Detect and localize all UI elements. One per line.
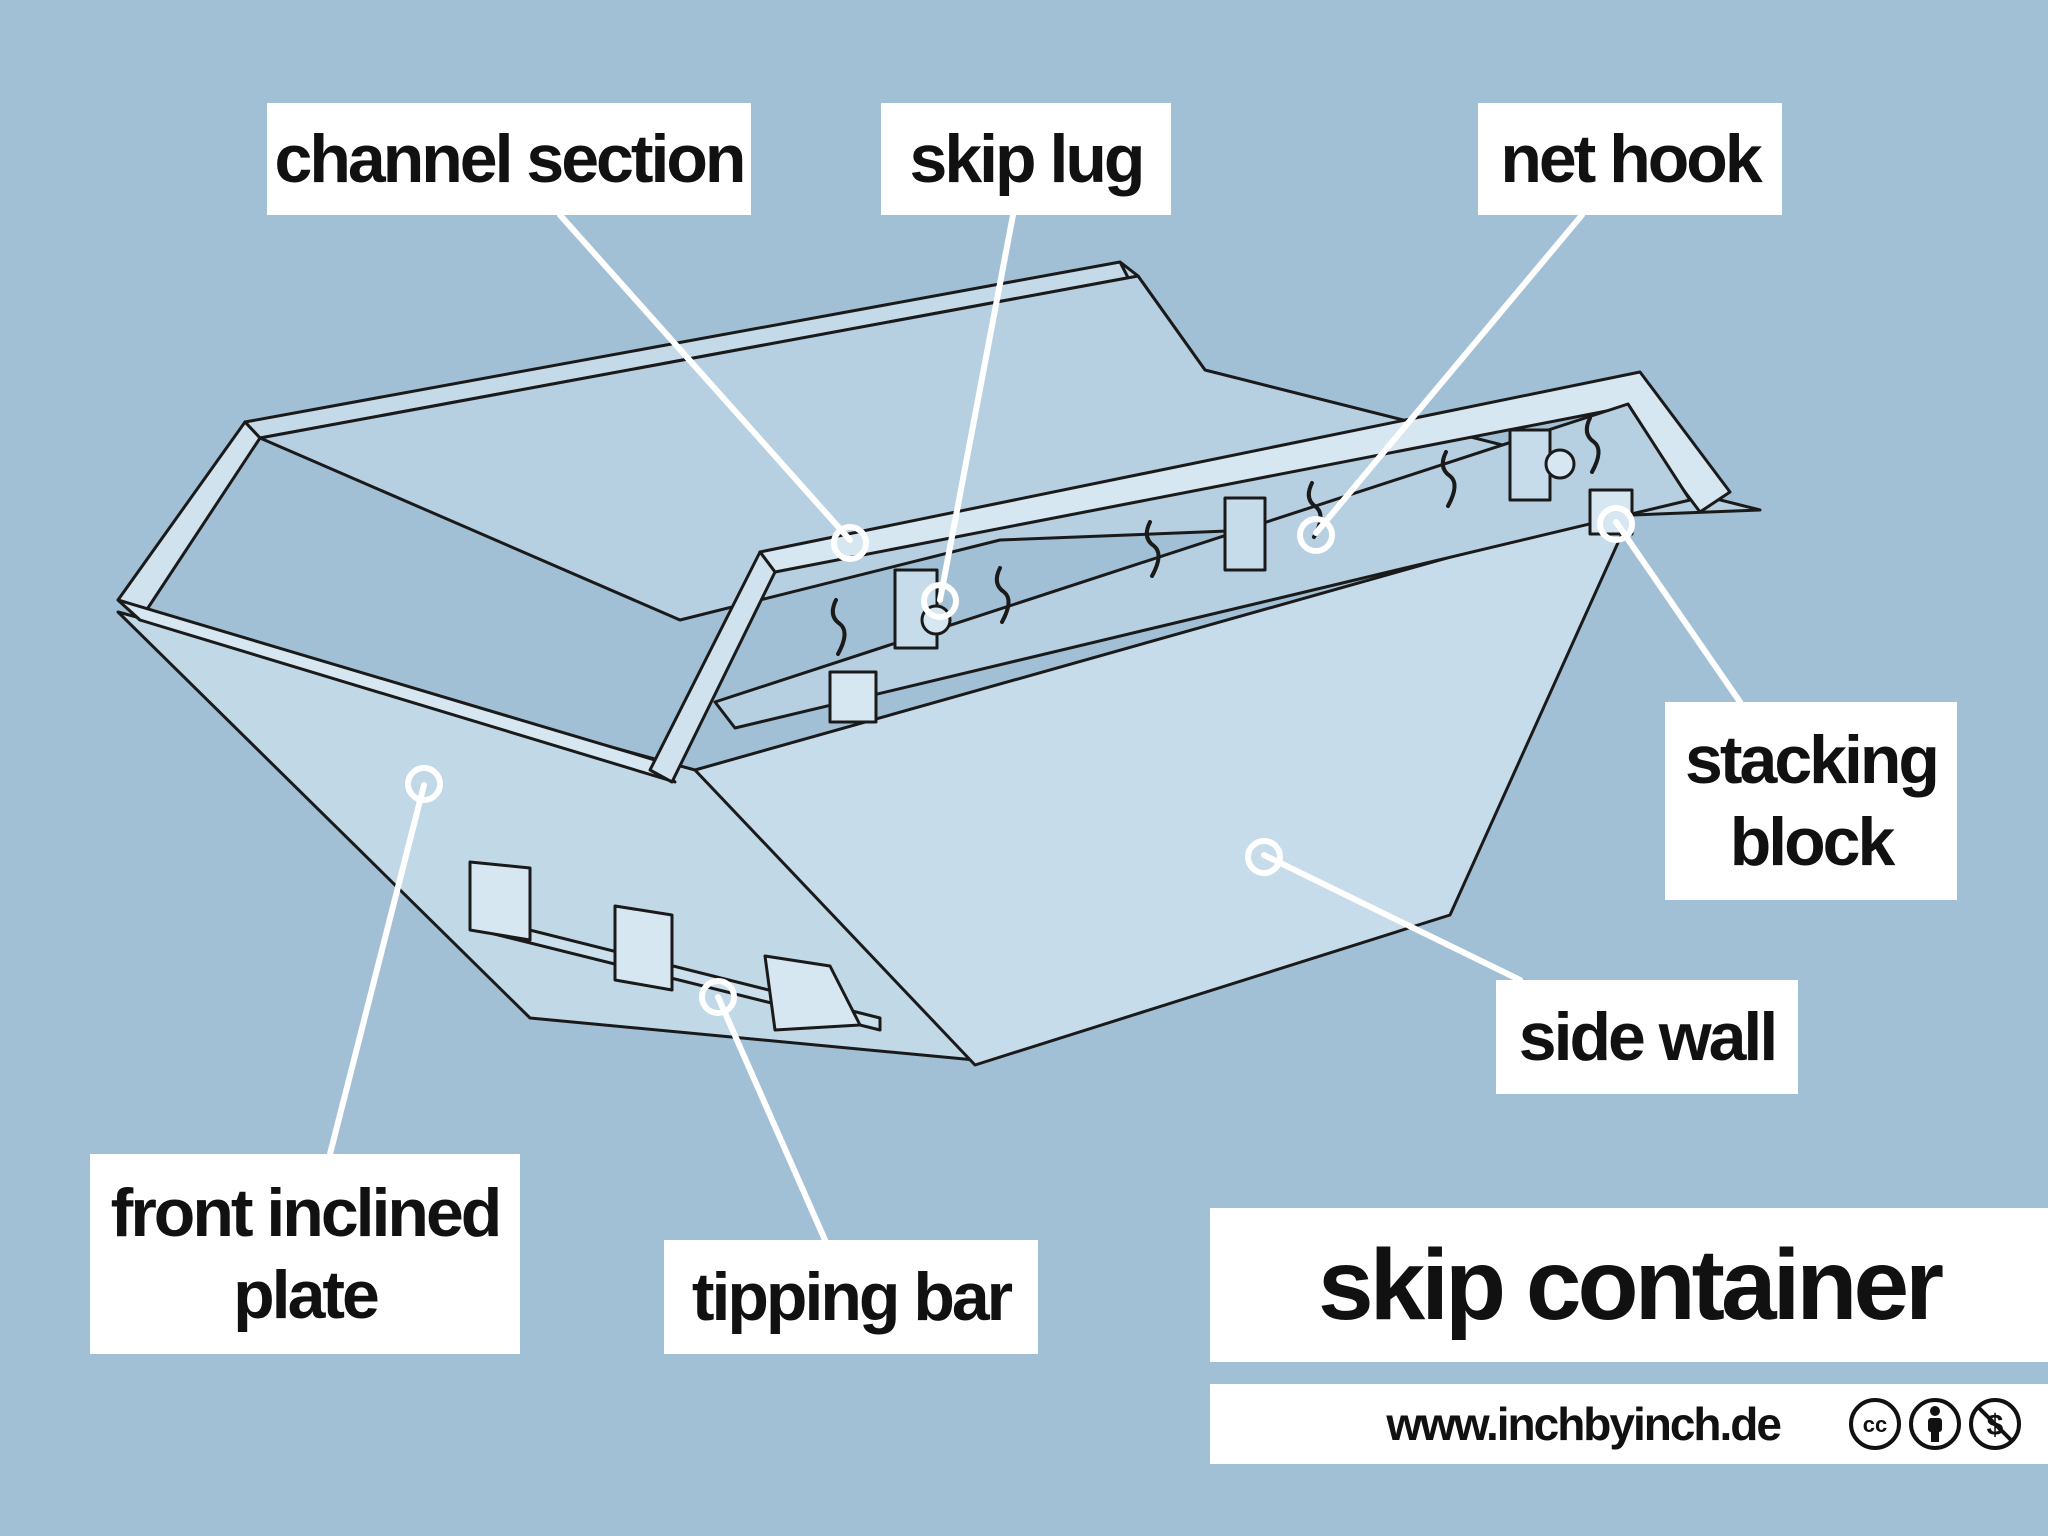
label-text-line-2: plate — [233, 1254, 377, 1336]
label-skip-lug: skip lug — [881, 103, 1171, 215]
stacking-block-left — [830, 672, 876, 722]
cc-icon: cc — [1848, 1397, 1902, 1451]
skip-container-drawing — [118, 262, 1760, 1065]
tipping-lug — [470, 862, 530, 940]
label-side-wall: side wall — [1496, 980, 1798, 1094]
label-tipping-bar: tipping bar — [664, 1240, 1038, 1354]
label-front-inclined-plate: front inclined plate — [90, 1154, 520, 1354]
label-text-line-2: block — [1730, 801, 1893, 883]
bracket-panel — [1225, 498, 1265, 570]
non-commercial-icon: $ — [1968, 1397, 2022, 1451]
label-stacking-block: stacking block — [1665, 702, 1957, 900]
label-text-line-1: front inclined — [111, 1172, 500, 1254]
label-text: tipping bar — [692, 1263, 1010, 1331]
label-text: skip lug — [910, 125, 1143, 193]
page-title: skip container — [1210, 1208, 2048, 1362]
attribution-icon — [1908, 1397, 1962, 1451]
label-net-hook: net hook — [1478, 103, 1782, 215]
tipping-lug — [615, 906, 672, 990]
footer: www.inchbyinch.de cc $ — [1210, 1384, 2048, 1464]
label-text: side wall — [1519, 1003, 1775, 1071]
website-link[interactable]: www.inchbyinch.de — [1450, 1384, 1780, 1464]
label-channel-section: channel section — [267, 103, 751, 215]
label-text: net hook — [1500, 125, 1759, 193]
bracket-panel — [1510, 430, 1550, 500]
left-rim — [118, 422, 260, 620]
label-text-line-1: stacking — [1685, 719, 1937, 801]
svg-text:cc: cc — [1863, 1412, 1887, 1437]
label-text: channel section — [275, 125, 744, 193]
